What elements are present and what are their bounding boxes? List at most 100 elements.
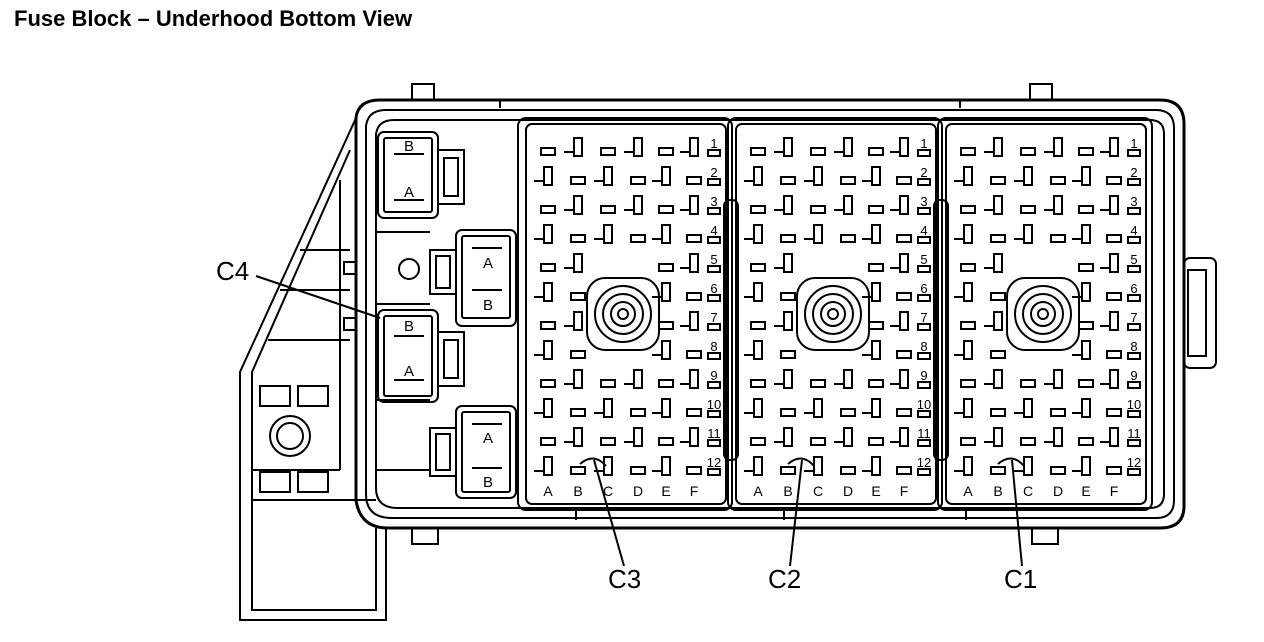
centre-boss-outer-ring [804, 285, 862, 343]
pin-cavity [810, 437, 826, 446]
pin-cavity [1106, 234, 1122, 243]
row-marker [917, 178, 931, 186]
pin-cavity-vertical [1081, 456, 1091, 476]
c2-leader-line [789, 459, 803, 567]
pin-cavity-vertical [871, 340, 881, 360]
row-marker [707, 352, 721, 360]
row-marker [707, 410, 721, 418]
row-number-label: 4 [1130, 223, 1137, 238]
row-marker [707, 439, 721, 447]
pin-cavity-vertical [1109, 311, 1119, 331]
c1-leader-line [1011, 459, 1023, 567]
pin-cavity [1106, 350, 1122, 359]
pin-cavity [1078, 263, 1094, 272]
pin-cavity [868, 321, 884, 330]
pin-cavity-vertical [689, 137, 699, 157]
row-marker [917, 236, 931, 244]
pin-cavity-vertical [543, 398, 553, 418]
pin-cavity-vertical [689, 253, 699, 273]
pin-cavity [750, 263, 766, 272]
row-marker [917, 352, 931, 360]
pin-cavity [1106, 466, 1122, 475]
row-number-label: 2 [1130, 165, 1137, 180]
pin-cavity-vertical [543, 166, 553, 186]
row-marker [707, 265, 721, 273]
pin-cavity-vertical [871, 282, 881, 302]
connector-face [735, 123, 937, 505]
pin-cavity-vertical [783, 137, 793, 157]
pin-cavity [1050, 466, 1066, 475]
relay-terminal-a-label: A [483, 430, 493, 447]
row-marker [707, 468, 721, 476]
pin-cavity [840, 176, 856, 185]
centre-boss-bolt [617, 308, 629, 320]
row-marker [917, 410, 931, 418]
relay-terminal-b-label: B [483, 297, 493, 314]
relay-terminal-b-label: B [483, 474, 493, 491]
pin-cavity-vertical [993, 195, 1003, 215]
row-number-label: 7 [1130, 310, 1137, 325]
pin-cavity-vertical [1023, 456, 1033, 476]
pin-cavity-vertical [1081, 224, 1091, 244]
pin-cavity [630, 466, 646, 475]
pin-cavity-vertical [689, 311, 699, 331]
centre-boss-middle-ring [602, 293, 644, 335]
column-letter-label: B [993, 483, 1002, 499]
pin-cavity-vertical [689, 369, 699, 389]
pin-cavity-vertical [1081, 398, 1091, 418]
pin-cavity-vertical [993, 427, 1003, 447]
row-number-label: 9 [1130, 368, 1137, 383]
relay-socket-top: B A [377, 131, 465, 219]
centre-boss-middle-ring [812, 293, 854, 335]
pin-cavity [600, 437, 616, 446]
pin-cavity [810, 147, 826, 156]
column-letter-label: F [690, 483, 699, 499]
pin-cavity-vertical [993, 253, 1003, 273]
row-marker [1127, 410, 1141, 418]
pin-cavity [780, 292, 796, 301]
pin-cavity-vertical [753, 398, 763, 418]
pin-cavity-vertical [871, 166, 881, 186]
connector-face [525, 123, 727, 505]
pin-cavity-vertical [993, 369, 1003, 389]
row-marker [917, 439, 931, 447]
pin-cavity [1050, 234, 1066, 243]
pin-cavity [1078, 379, 1094, 388]
divider-slot [933, 199, 949, 461]
row-marker [707, 294, 721, 302]
row-number-label: 3 [920, 194, 927, 209]
pin-cavity [1078, 321, 1094, 330]
pin-cavity-vertical [573, 427, 583, 447]
pin-cavity [658, 437, 674, 446]
centre-boss-inner-ring [610, 301, 636, 327]
page-title: Fuse Block – Underhood Bottom View [14, 6, 413, 31]
pin-cavity [570, 234, 586, 243]
centre-boss-inner-ring [820, 301, 846, 327]
row-marker [917, 207, 931, 215]
column-letter-label: F [1110, 483, 1119, 499]
pin-cavity [570, 350, 586, 359]
pin-cavity-vertical [783, 427, 793, 447]
pin-cavity [540, 205, 556, 214]
column-letter-label: E [661, 483, 670, 499]
centre-boss-middle-ring [1022, 293, 1064, 335]
pin-cavity-vertical [843, 195, 853, 215]
pin-cavity [896, 350, 912, 359]
row-marker [707, 207, 721, 215]
pin-cavity-vertical [963, 166, 973, 186]
pin-cavity [540, 321, 556, 330]
pin-cavity [630, 234, 646, 243]
pin-cavity [1078, 437, 1094, 446]
centre-boss-outer-ring [594, 285, 652, 343]
pin-cavity [960, 321, 976, 330]
pin-cavity-vertical [1109, 369, 1119, 389]
row-marker [707, 149, 721, 157]
pin-cavity [990, 234, 1006, 243]
row-marker [917, 323, 931, 331]
pin-cavity-vertical [843, 137, 853, 157]
row-number-label: 5 [710, 252, 717, 267]
pin-cavity [990, 292, 1006, 301]
